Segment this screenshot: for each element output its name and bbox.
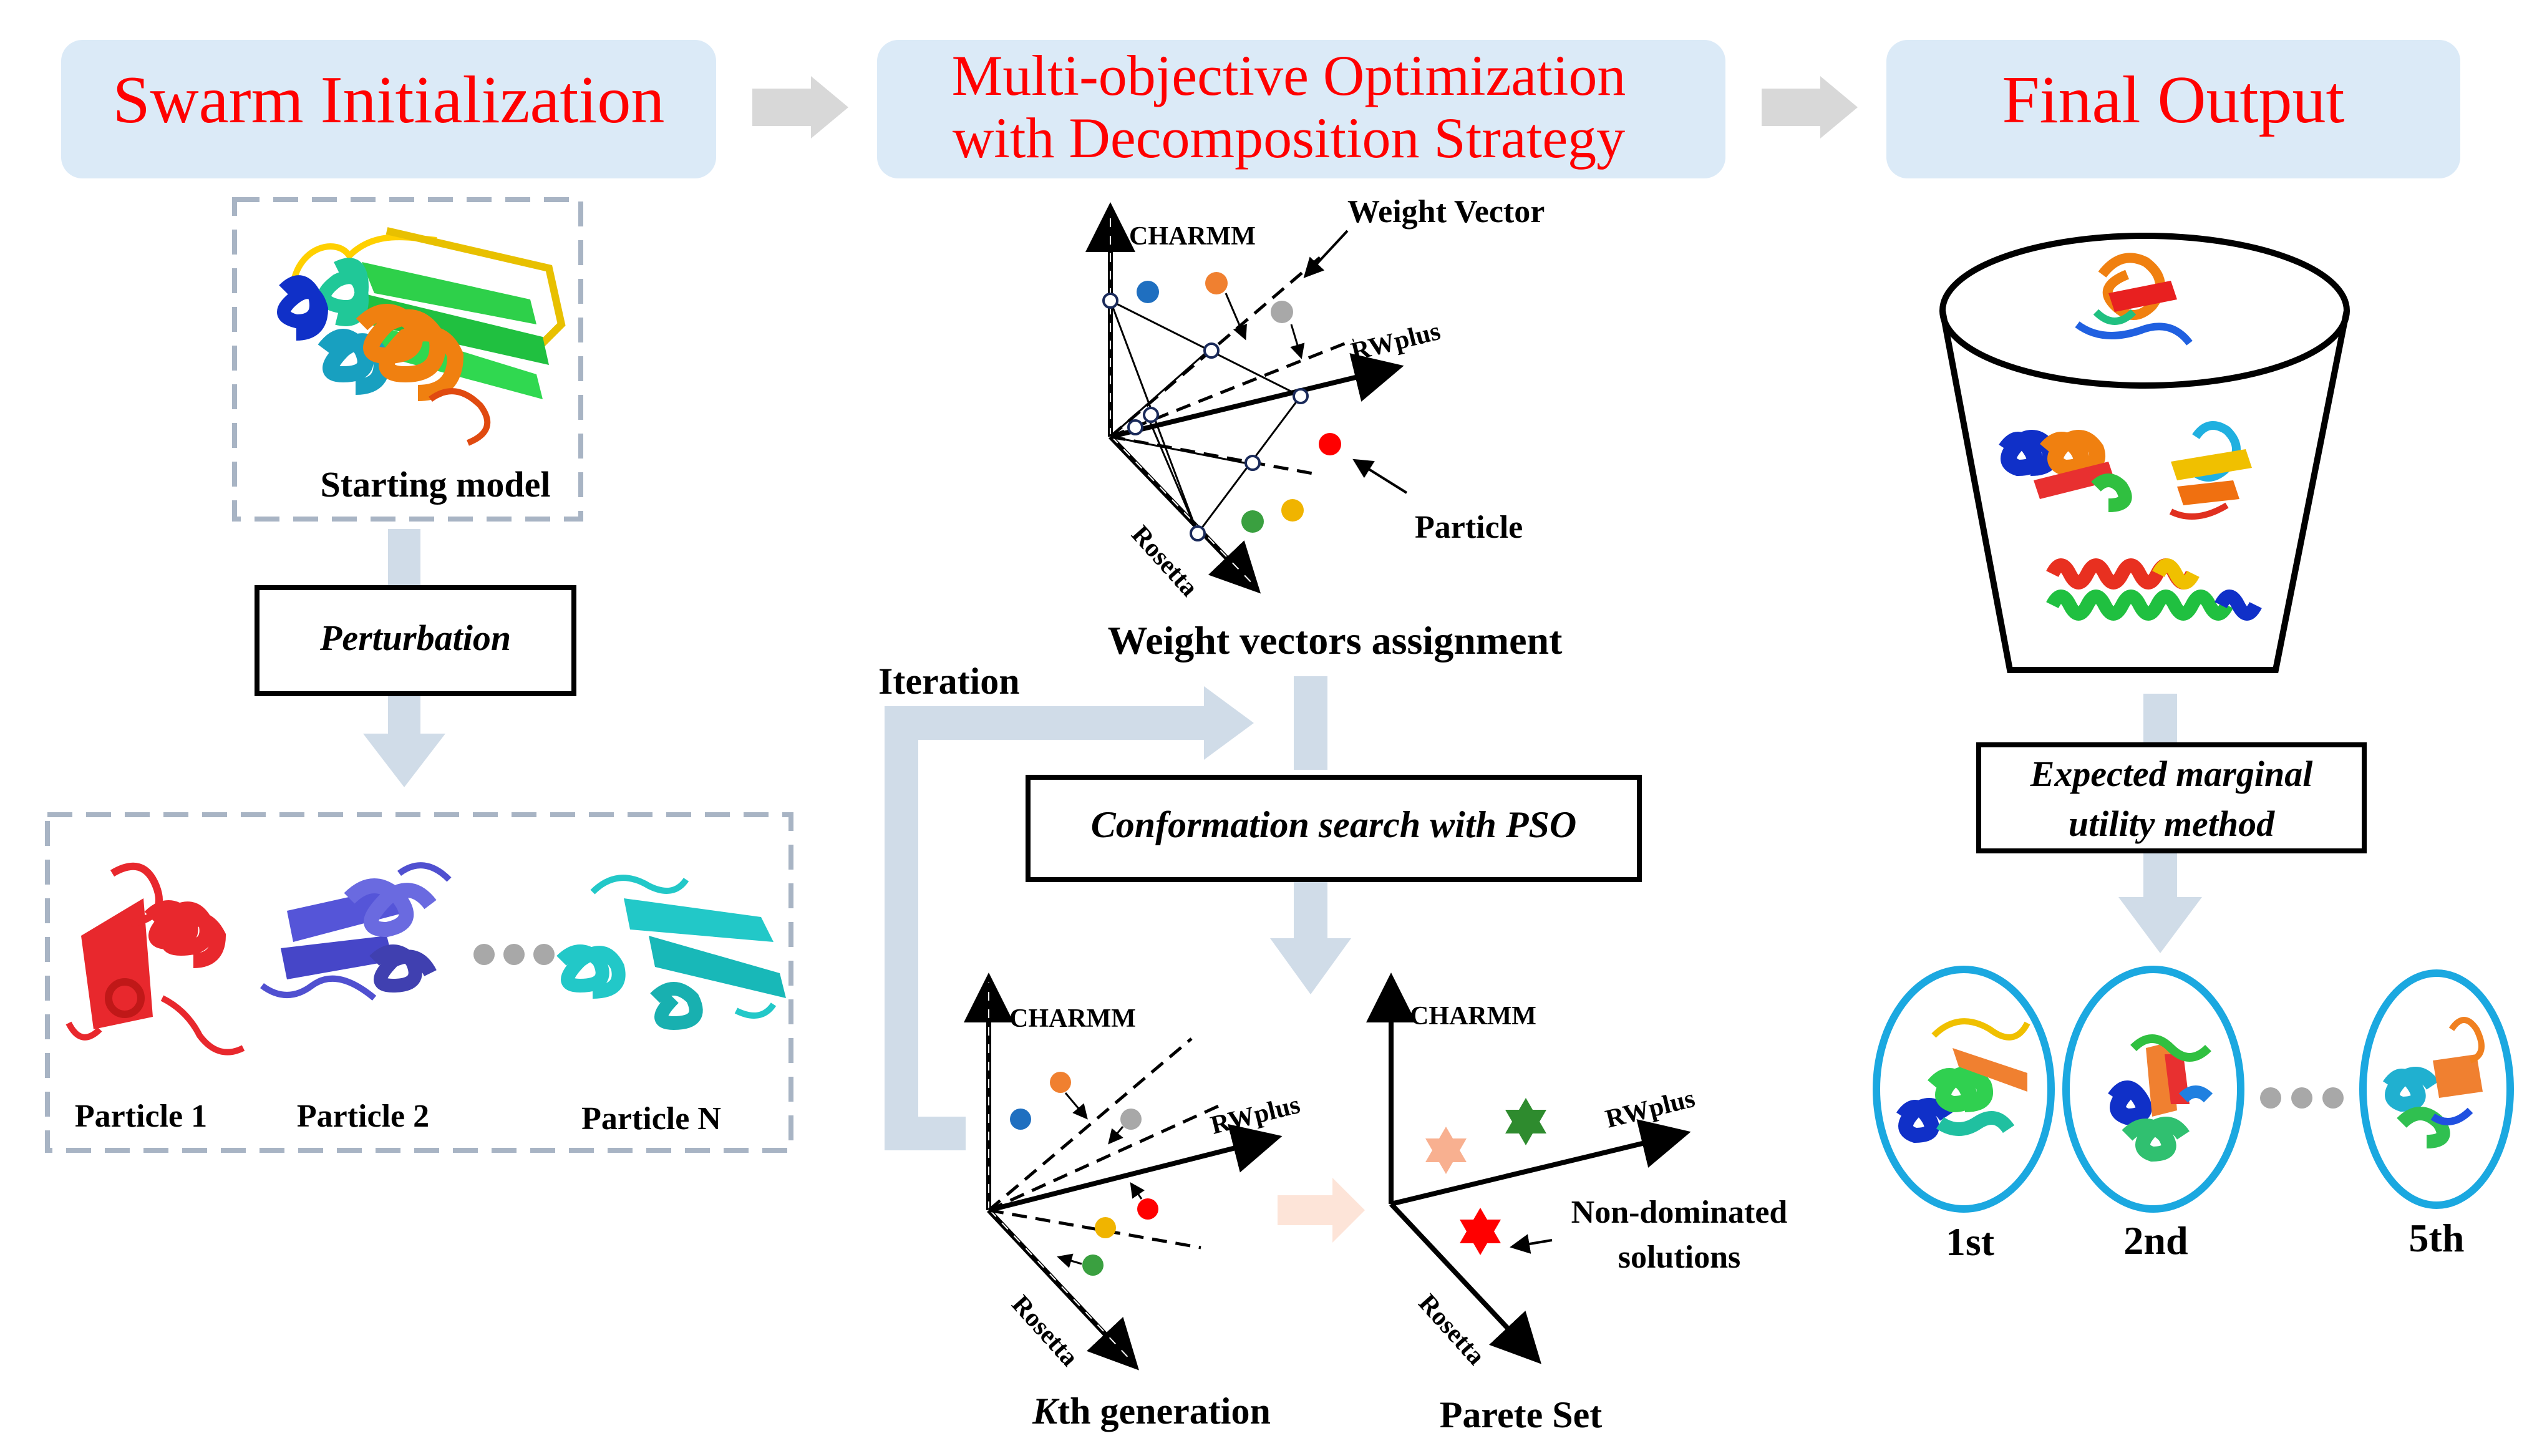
particle-label: Particle N bbox=[581, 1101, 721, 1137]
axis-label-rwplus: RWplus bbox=[1603, 1084, 1697, 1134]
bucket-protein-image bbox=[2075, 253, 2193, 346]
star-point bbox=[1425, 1127, 1467, 1174]
output-bucket bbox=[1939, 233, 2350, 673]
particle-dot bbox=[1010, 1109, 1031, 1130]
rank-1-model bbox=[1873, 966, 2055, 1213]
non-dominated-annotation-line1: Non-dominated bbox=[1571, 1195, 1788, 1230]
transition-arrow bbox=[1278, 1178, 1365, 1243]
kth-generation-caption: Kth generation bbox=[1032, 1390, 1271, 1432]
bucket-protein-image bbox=[2169, 421, 2252, 520]
weight-vectors-assignment-plot: CHARMM RWplus Rosetta Weight Vector Part… bbox=[1085, 194, 1545, 602]
axis-label-charmm: CHARMM bbox=[1009, 1004, 1136, 1033]
flow-arrow-down bbox=[1270, 882, 1351, 994]
particle-dot bbox=[1050, 1072, 1071, 1093]
ellipsis-dots bbox=[2260, 1087, 2344, 1109]
stage-header-title-line1: Multi-objective Optimization bbox=[952, 44, 1626, 107]
axis-label-charmm: CHARMM bbox=[1129, 222, 1256, 251]
particle-label: Particle 2 bbox=[297, 1099, 429, 1134]
iteration-label: Iteration bbox=[878, 661, 1020, 702]
flow-arrow-down bbox=[388, 529, 420, 591]
kth-generation-plot: CHARMM RWplus Rosetta bbox=[964, 973, 1303, 1372]
flow-arrow-down bbox=[1294, 676, 1327, 770]
expected-marginal-utility-label-line1: Expected marginal bbox=[2030, 754, 2314, 794]
stage-arrow-1 bbox=[752, 76, 848, 138]
star-point bbox=[1505, 1098, 1546, 1145]
stage-header-final-output: Final Output bbox=[1886, 40, 2460, 178]
particle-n-protein-image bbox=[556, 875, 786, 1031]
conformation-search-box: Conformation search with PSO bbox=[1026, 775, 1642, 882]
particle-dot bbox=[1319, 433, 1341, 455]
particle-dot bbox=[1137, 1198, 1158, 1220]
axis-label-charmm: CHARMM bbox=[1410, 1002, 1536, 1031]
rank-label: 5th bbox=[2409, 1216, 2465, 1260]
particle-dot bbox=[1137, 281, 1159, 303]
star-point bbox=[1460, 1208, 1501, 1255]
rank-label: 1st bbox=[1946, 1220, 1995, 1264]
axis-label-rosetta: Rosetta bbox=[1413, 1289, 1491, 1371]
ellipsis-dots bbox=[473, 944, 555, 965]
stage-header-title-line2: with Decomposition Strategy bbox=[953, 106, 1625, 170]
flow-arrow-down bbox=[2143, 694, 2177, 742]
flow-arrow-down bbox=[363, 696, 445, 787]
axis-label-rwplus: RWplus bbox=[1348, 317, 1443, 367]
particle-dot bbox=[1281, 499, 1304, 522]
non-dominated-annotation-line2: solutions bbox=[1618, 1240, 1741, 1275]
particle-dot bbox=[1120, 1109, 1142, 1130]
particle-dot bbox=[1271, 301, 1293, 323]
weight-vector-annotation: Weight Vector bbox=[1347, 194, 1545, 230]
pareto-set-plot: CHARMM RWplus Rosetta Non-dominated solu… bbox=[1366, 973, 1788, 1371]
perturbation-box: Perturbation bbox=[255, 585, 576, 696]
particle-1-protein-image bbox=[65, 862, 245, 1056]
stage-header-optimization: Multi-objective Optimization with Decomp… bbox=[877, 40, 1725, 178]
particle-label: Particle 1 bbox=[75, 1099, 207, 1134]
conformation-search-label: Conformation search with PSO bbox=[1091, 804, 1577, 845]
iteration-loop-arrow bbox=[885, 686, 1254, 1150]
flow-arrow-down bbox=[2118, 853, 2202, 953]
stage-header-title: Swarm Initialization bbox=[113, 63, 665, 137]
particle-dot bbox=[1241, 510, 1264, 533]
perturbation-label: Perturbation bbox=[319, 618, 511, 658]
bucket-protein-image bbox=[2046, 558, 2262, 621]
particles-frame bbox=[45, 812, 793, 1153]
stage-header-title: Final Output bbox=[2002, 63, 2344, 137]
axis-label-rwplus: RWplus bbox=[1208, 1090, 1303, 1140]
particle-dot bbox=[1095, 1217, 1116, 1238]
kth-caption-rest: th generation bbox=[1057, 1390, 1271, 1432]
kth-caption-italic: K bbox=[1032, 1390, 1060, 1432]
weight-vectors-assignment-caption: Weight vectors assignment bbox=[1108, 618, 1563, 662]
particle-dot bbox=[1082, 1255, 1104, 1276]
expected-marginal-utility-box: Expected marginal utility method bbox=[1976, 742, 2367, 853]
particle-2-protein-image bbox=[260, 862, 452, 1001]
stage-arrow-2 bbox=[1762, 76, 1858, 138]
expected-marginal-utility-label-line2: utility method bbox=[2069, 803, 2275, 844]
starting-model-label: Starting model bbox=[321, 464, 551, 505]
rank-label: 2nd bbox=[2123, 1218, 2188, 1263]
stage-header-swarm-initialization: Swarm Initialization bbox=[61, 40, 716, 178]
rank-2-model bbox=[2062, 966, 2244, 1213]
particle-annotation: Particle bbox=[1415, 510, 1523, 545]
particle-dot bbox=[1205, 272, 1228, 294]
starting-model-protein-image bbox=[277, 227, 566, 446]
bucket-protein-image bbox=[1999, 430, 2132, 512]
starting-model-frame bbox=[232, 197, 583, 522]
pareto-set-caption: Parete Set bbox=[1440, 1394, 1602, 1435]
rank-5-model bbox=[2359, 969, 2514, 1209]
